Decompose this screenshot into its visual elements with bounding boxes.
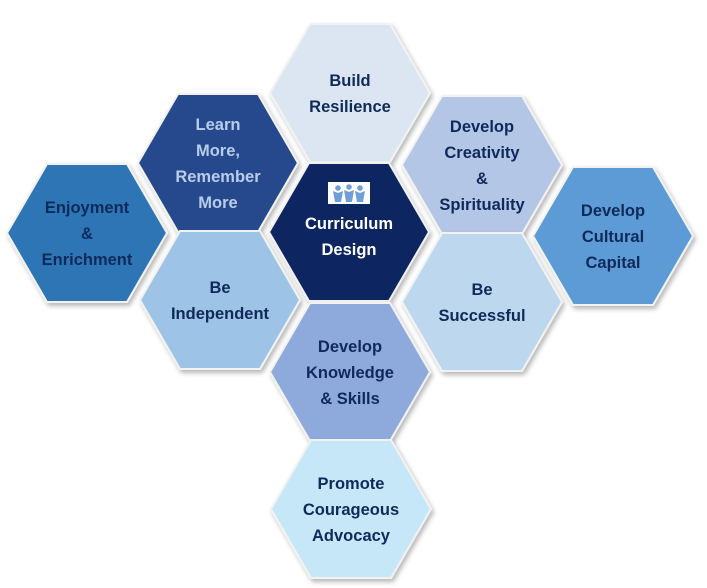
hexagon-label-line: Enjoyment: [45, 199, 130, 217]
hexagon-shape-be-independent: [138, 230, 302, 370]
hexagon-label-line: Cultural: [582, 228, 644, 246]
hexagon-shape-be-successful: [400, 232, 564, 372]
hexagon-label-line: Resilience: [309, 98, 391, 116]
hexagon-label-line: Learn: [196, 116, 241, 134]
hexagon-label-line: Spirituality: [439, 196, 525, 214]
hexagon-label-line: &: [81, 225, 93, 243]
hexagon-label-line: & Skills: [320, 390, 380, 408]
hexagon-label-line: Develop: [581, 202, 645, 220]
hexagon-label-line: Be: [209, 279, 230, 297]
hexagon-label-line: Remember: [175, 168, 261, 186]
hexagon-shape-learn-more: [136, 93, 300, 233]
hexagon-label-line: Develop: [318, 338, 382, 356]
hexagon-shape-curriculum-design: [267, 162, 431, 302]
hexagon-label-line: Capital: [585, 254, 640, 272]
people-icon: [328, 182, 370, 204]
hexagon-label-line: Design: [321, 241, 376, 259]
hexagon-label-line: Creativity: [444, 144, 520, 162]
hexagon-shape-develop-cultural-capital: [531, 166, 695, 306]
hexagon-label-line: Develop: [450, 118, 514, 136]
hexagon-shape-build-resilience: [268, 23, 432, 163]
hexagon-label-line: Enrichment: [42, 251, 133, 269]
hexagon-label-line: Knowledge: [306, 364, 394, 382]
hexagon-shape-enjoyment-enrichment: [5, 163, 169, 303]
hexagon-label-line: More,: [196, 142, 240, 160]
hexagon-label-line: Build: [329, 72, 370, 90]
hexagon-enjoyment-enrichment: Enjoyment & Enrichment: [5, 163, 169, 303]
hexagon-label-line: More: [198, 194, 237, 212]
hexagon-label-line: &: [476, 170, 488, 188]
hexagon-label-line: Successful: [438, 307, 525, 325]
hexagon-label-line: Promote: [318, 475, 385, 493]
hexagon-label-line: Be: [471, 281, 492, 299]
hexagon-label-line: Independent: [171, 305, 270, 323]
hexagon-label-line: Advocacy: [312, 527, 391, 545]
hexagon-shape-promote-advocacy: [269, 439, 433, 579]
hexagon-label-line: Curriculum: [305, 215, 393, 233]
hexagon-label-line: Courageous: [303, 501, 399, 519]
